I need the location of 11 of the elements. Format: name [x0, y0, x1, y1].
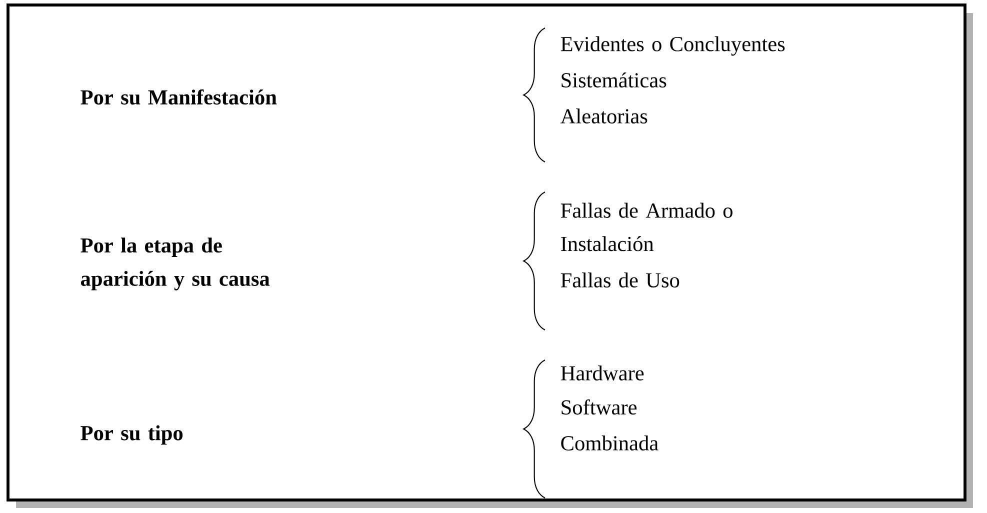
list-item: Evidentes o Concluyentes	[560, 36, 785, 56]
category-heading: Por su tipo	[80, 425, 183, 445]
list-item: Fallas de Uso	[560, 272, 680, 288]
list-item: Hardware	[560, 365, 644, 380]
list-item: Fallas de Armado o Instalación	[560, 202, 732, 252]
list-item: Sistemáticas	[562, 72, 666, 88]
category-heading: Por la etapa de aparición y su causa	[80, 238, 270, 290]
list-item: Aleatorias	[560, 108, 648, 124]
category-heading: Por su Manifestación	[80, 89, 277, 105]
list-item: Software	[562, 399, 637, 415]
list-item: Combinada	[561, 435, 658, 450]
